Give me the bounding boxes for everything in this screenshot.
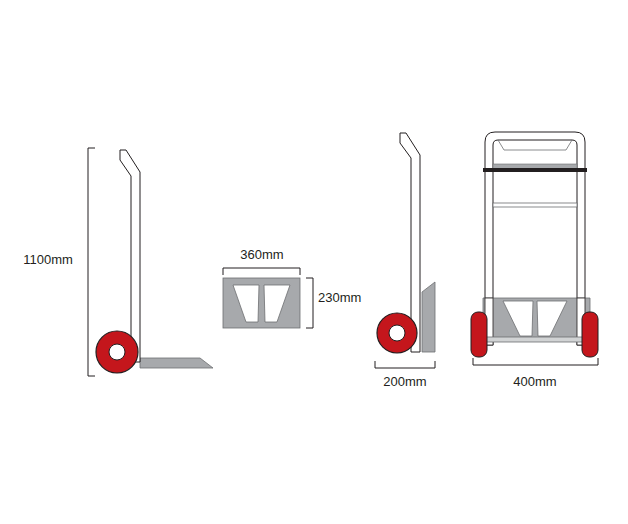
- dimension-label: 1100mm: [23, 253, 73, 266]
- dimension-lines: [88, 148, 598, 376]
- dimension-label: 400mm: [513, 375, 556, 388]
- front-view: [471, 132, 598, 357]
- side-view-tall: [96, 150, 213, 373]
- dimension-label: 360mm: [240, 248, 283, 261]
- side-view-folded: [377, 133, 435, 353]
- nose-plate: [223, 278, 300, 328]
- dimension-label: 230mm: [318, 291, 361, 304]
- dimension-label: 200mm: [383, 375, 426, 388]
